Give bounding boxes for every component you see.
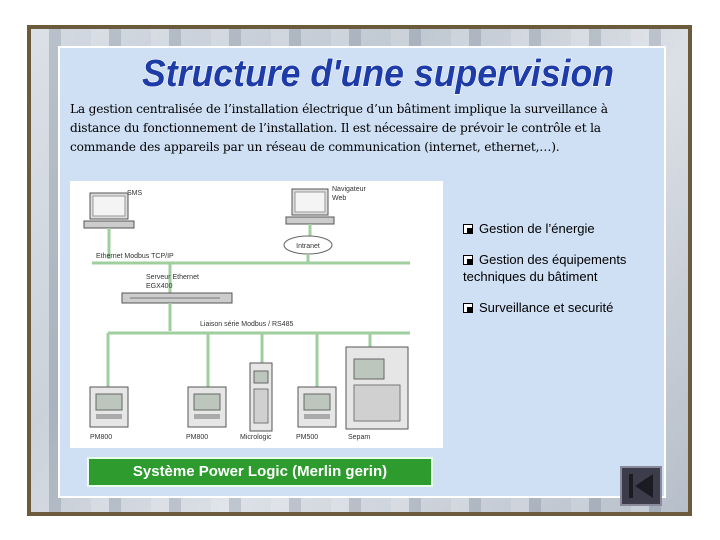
- intro-paragraph: La gestion centralisée de l’installation…: [70, 102, 608, 154]
- device-label: Sepam: [348, 434, 370, 441]
- pm800-meter-icon: [187, 386, 227, 428]
- checkbox-bullet-icon: [463, 303, 473, 313]
- ethernet-server-icon: [121, 292, 233, 304]
- back-nav-button[interactable]: [620, 466, 662, 506]
- ethernet-label: Ethernet Modbus TCP/IP: [96, 253, 174, 260]
- sms-label: SMS: [127, 190, 143, 197]
- pm500-meter-icon: [297, 386, 337, 428]
- micrologic-icon: [249, 362, 273, 432]
- skip-back-icon: [629, 474, 653, 498]
- serial-label: Liaison série Modbus / RS485: [200, 321, 293, 328]
- list-item-label: Gestion des équipements techniques du bâ…: [463, 252, 627, 284]
- checkbox-bullet-icon: [463, 224, 473, 234]
- list-item: Gestion des équipements techniques du bâ…: [463, 251, 663, 285]
- device-label: Micrologic: [240, 434, 272, 441]
- pm800-meter-icon: [89, 386, 129, 428]
- list-item: Surveillance et securité: [463, 299, 663, 316]
- slide-title-text: Structure d'une supervision: [142, 53, 614, 95]
- list-item: Gestion de l’énergie: [463, 220, 663, 237]
- device-label: PM800: [186, 434, 208, 441]
- server-label-1: Serveur Ethernet: [146, 274, 199, 281]
- device-label: PM800: [90, 434, 112, 441]
- device-label: PM500: [296, 434, 318, 441]
- list-item-label: Surveillance et securité: [479, 300, 614, 315]
- diagram-caption: Système Power Logic (Merlin gerin): [87, 457, 433, 487]
- list-item-label: Gestion de l’énergie: [479, 221, 595, 236]
- sms-computer-icon: [83, 192, 135, 229]
- network-diagram: SMS Navigateur Web Intranet Ethernet Mod…: [70, 181, 443, 448]
- feature-list: Gestion de l’énergie Gestion des équipem…: [463, 220, 663, 330]
- slide-title: Structure d'une supervision: [141, 52, 614, 95]
- browser-label-2: Web: [332, 195, 346, 202]
- checkbox-bullet-icon: [463, 255, 473, 265]
- sepam-relay-icon: [345, 346, 409, 430]
- browser-label-1: Navigateur: [332, 186, 367, 193]
- browser-computer-icon: [285, 188, 335, 225]
- server-label-2: EGX400: [146, 283, 173, 290]
- intranet-label: Intranet: [296, 243, 320, 250]
